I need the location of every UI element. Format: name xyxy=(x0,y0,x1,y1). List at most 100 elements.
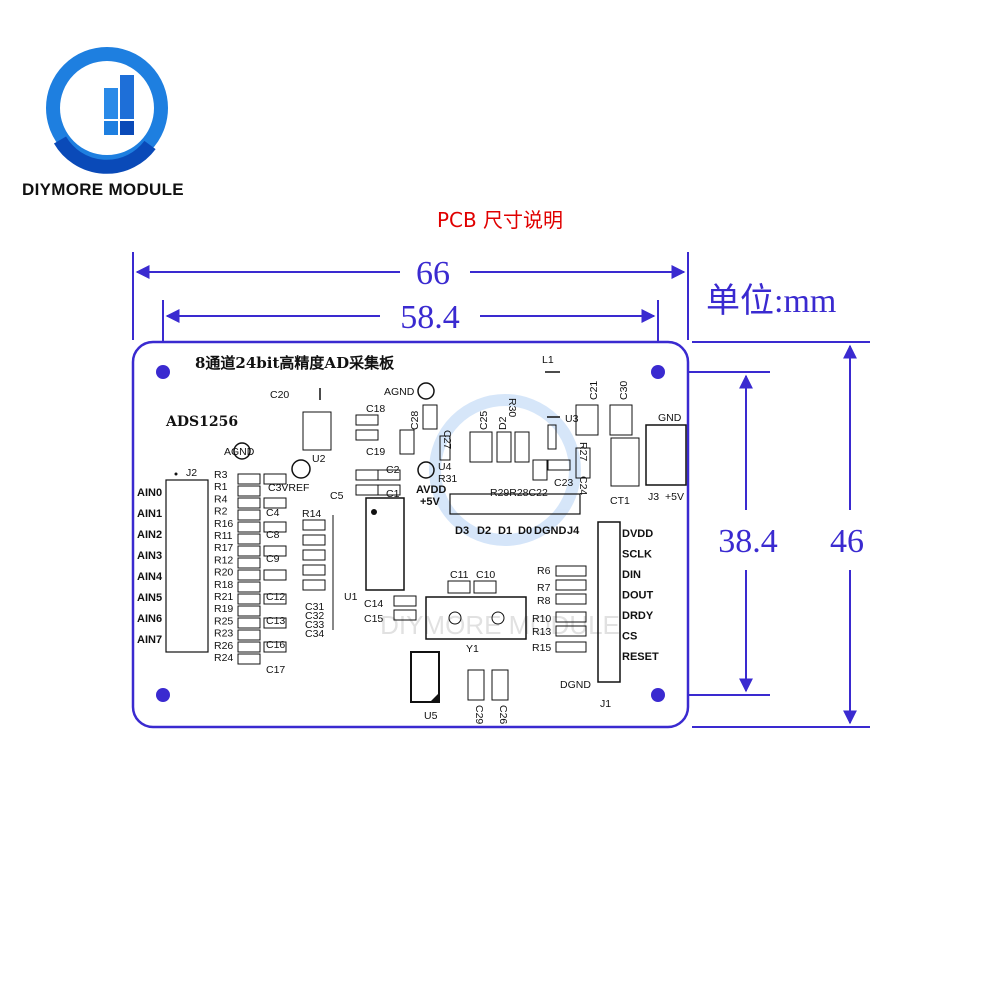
resistor-label-8: R20 xyxy=(214,567,233,579)
resistor-label-9: R18 xyxy=(214,579,233,591)
label-agnd-left: AGND xyxy=(224,446,255,458)
label-dgnd: DGND xyxy=(560,679,591,691)
label-l1: L1 xyxy=(542,354,554,366)
label-r15: R15 xyxy=(532,642,551,654)
j4-pin-4: DGND xyxy=(534,525,566,537)
chip-name: ADS1256 xyxy=(165,414,238,430)
cap-stack-label-1: C32 xyxy=(305,610,324,622)
j1-pin-2: DIN xyxy=(622,569,641,581)
label-c18: C18 xyxy=(366,403,385,415)
pcb-outline xyxy=(131,340,690,729)
label-c27: C27 xyxy=(441,430,453,449)
label-ct1: CT1 xyxy=(610,495,630,507)
label-r14: R14 xyxy=(302,508,321,520)
label-r29r28c22: R29R28C22 xyxy=(490,487,548,499)
label-u4: U4 xyxy=(438,461,452,473)
label-c30: C30 xyxy=(618,381,630,400)
label-c25: C25 xyxy=(478,411,490,430)
j4-pin-2: D1 xyxy=(498,525,512,537)
resistor-label-3: R2 xyxy=(214,506,228,518)
resistor-label-1: R1 xyxy=(214,481,228,493)
label-agnd-top: AGND xyxy=(384,386,415,398)
ain-label-1: AIN1 xyxy=(137,508,162,520)
label-c26: C26 xyxy=(497,705,509,724)
label-j3-5v: +5V xyxy=(665,491,684,503)
j1-pin-5: CS xyxy=(622,631,637,643)
label-u2: U2 xyxy=(312,453,326,465)
resistor-label-15: R24 xyxy=(214,652,233,664)
dim-width-outer: 66 xyxy=(416,255,450,292)
label-r6: R6 xyxy=(537,565,551,577)
footprints xyxy=(237,371,687,703)
board-title: 8通道24bit高精度AD采集板 xyxy=(195,354,395,372)
watermark: DIYMORE MODULE xyxy=(380,394,620,640)
label-c21: C21 xyxy=(588,381,600,400)
j4-pin-0: D3 xyxy=(455,525,469,537)
label-r13: R13 xyxy=(532,626,551,638)
j4-pin-5: J4 xyxy=(567,525,580,537)
dim-height-inner: 38.4 xyxy=(718,523,778,560)
left-resistor-labels: R3R1R4R2R16R11R17R12R20R18R21R19R25R23R2… xyxy=(214,469,233,664)
label-c5: C5 xyxy=(330,490,344,502)
resistor-label-5: R11 xyxy=(214,530,233,542)
vref-testpoint xyxy=(291,459,311,479)
cap-label-3: C12 xyxy=(266,591,285,603)
label-c24: C24 xyxy=(577,476,589,495)
cap-stack-label-3: C34 xyxy=(305,628,324,640)
agnd-testpoint-left xyxy=(233,442,251,460)
resistor-label-4: R16 xyxy=(214,518,233,530)
logo-icon xyxy=(46,47,168,174)
cap-stack-label-0: C31 xyxy=(305,601,324,613)
ain-label-6: AIN6 xyxy=(137,613,162,625)
label-c11: C11 xyxy=(450,569,469,581)
resistor-label-10: R21 xyxy=(214,591,233,603)
cap-label-4: C13 xyxy=(266,615,285,627)
brand-name: DIYMORE MODULE xyxy=(22,180,184,199)
label-u5: U5 xyxy=(424,710,438,722)
j2-connector xyxy=(165,479,209,653)
label-c29: C29 xyxy=(473,705,485,724)
j1-pin-6: RESET xyxy=(622,651,659,663)
label-c23: C23 xyxy=(554,477,573,489)
avdd-testpoint xyxy=(417,461,435,479)
label-avdd: AVDD xyxy=(416,484,446,496)
label-c15: C15 xyxy=(364,613,383,625)
ain-label-7: AIN7 xyxy=(137,634,162,646)
label-j3: J3 xyxy=(648,491,659,503)
j4-pin-3: D0 xyxy=(518,525,532,537)
ain-label-0: AIN0 xyxy=(137,487,162,499)
j1-pin-1: SCLK xyxy=(622,549,652,561)
cap-label-2: C9 xyxy=(266,553,280,565)
resistor-label-2: R4 xyxy=(214,493,228,505)
label-u3: U3 xyxy=(565,413,579,425)
j1-pin-3: DOUT xyxy=(622,590,653,602)
watermark-text: DIYMORE MODULE xyxy=(380,610,620,640)
dim-width-inner: 58.4 xyxy=(400,299,460,336)
label-c28: C28 xyxy=(409,411,421,430)
label-j2: J2 xyxy=(186,467,197,479)
j1-pin-0: DVDD xyxy=(622,528,653,540)
ain-label-2: AIN2 xyxy=(137,529,162,541)
cap-stack-label-2: C33 xyxy=(305,619,324,631)
label-y1: Y1 xyxy=(466,643,479,655)
component-labels: C20 AGND AGND C18 C19 C28 C27 C25 R30 D2… xyxy=(224,354,684,724)
label-j1: J1 xyxy=(600,698,611,710)
resistor-label-14: R26 xyxy=(214,640,233,652)
u1-pin1-dot xyxy=(371,509,377,515)
label-r10: R10 xyxy=(532,613,551,625)
label-r30: R30 xyxy=(506,398,518,417)
agnd-testpoint-top xyxy=(417,382,435,400)
label-gnd: GND xyxy=(658,412,682,424)
label-d2: D2 xyxy=(497,416,509,430)
resistor-label-0: R3 xyxy=(214,469,228,481)
cap-label-1: C8 xyxy=(266,529,280,541)
mounting-holes xyxy=(156,365,665,702)
cap-label-6: C17 xyxy=(266,664,285,676)
label-c10: C10 xyxy=(476,569,495,581)
resistor-label-11: R19 xyxy=(214,603,233,615)
